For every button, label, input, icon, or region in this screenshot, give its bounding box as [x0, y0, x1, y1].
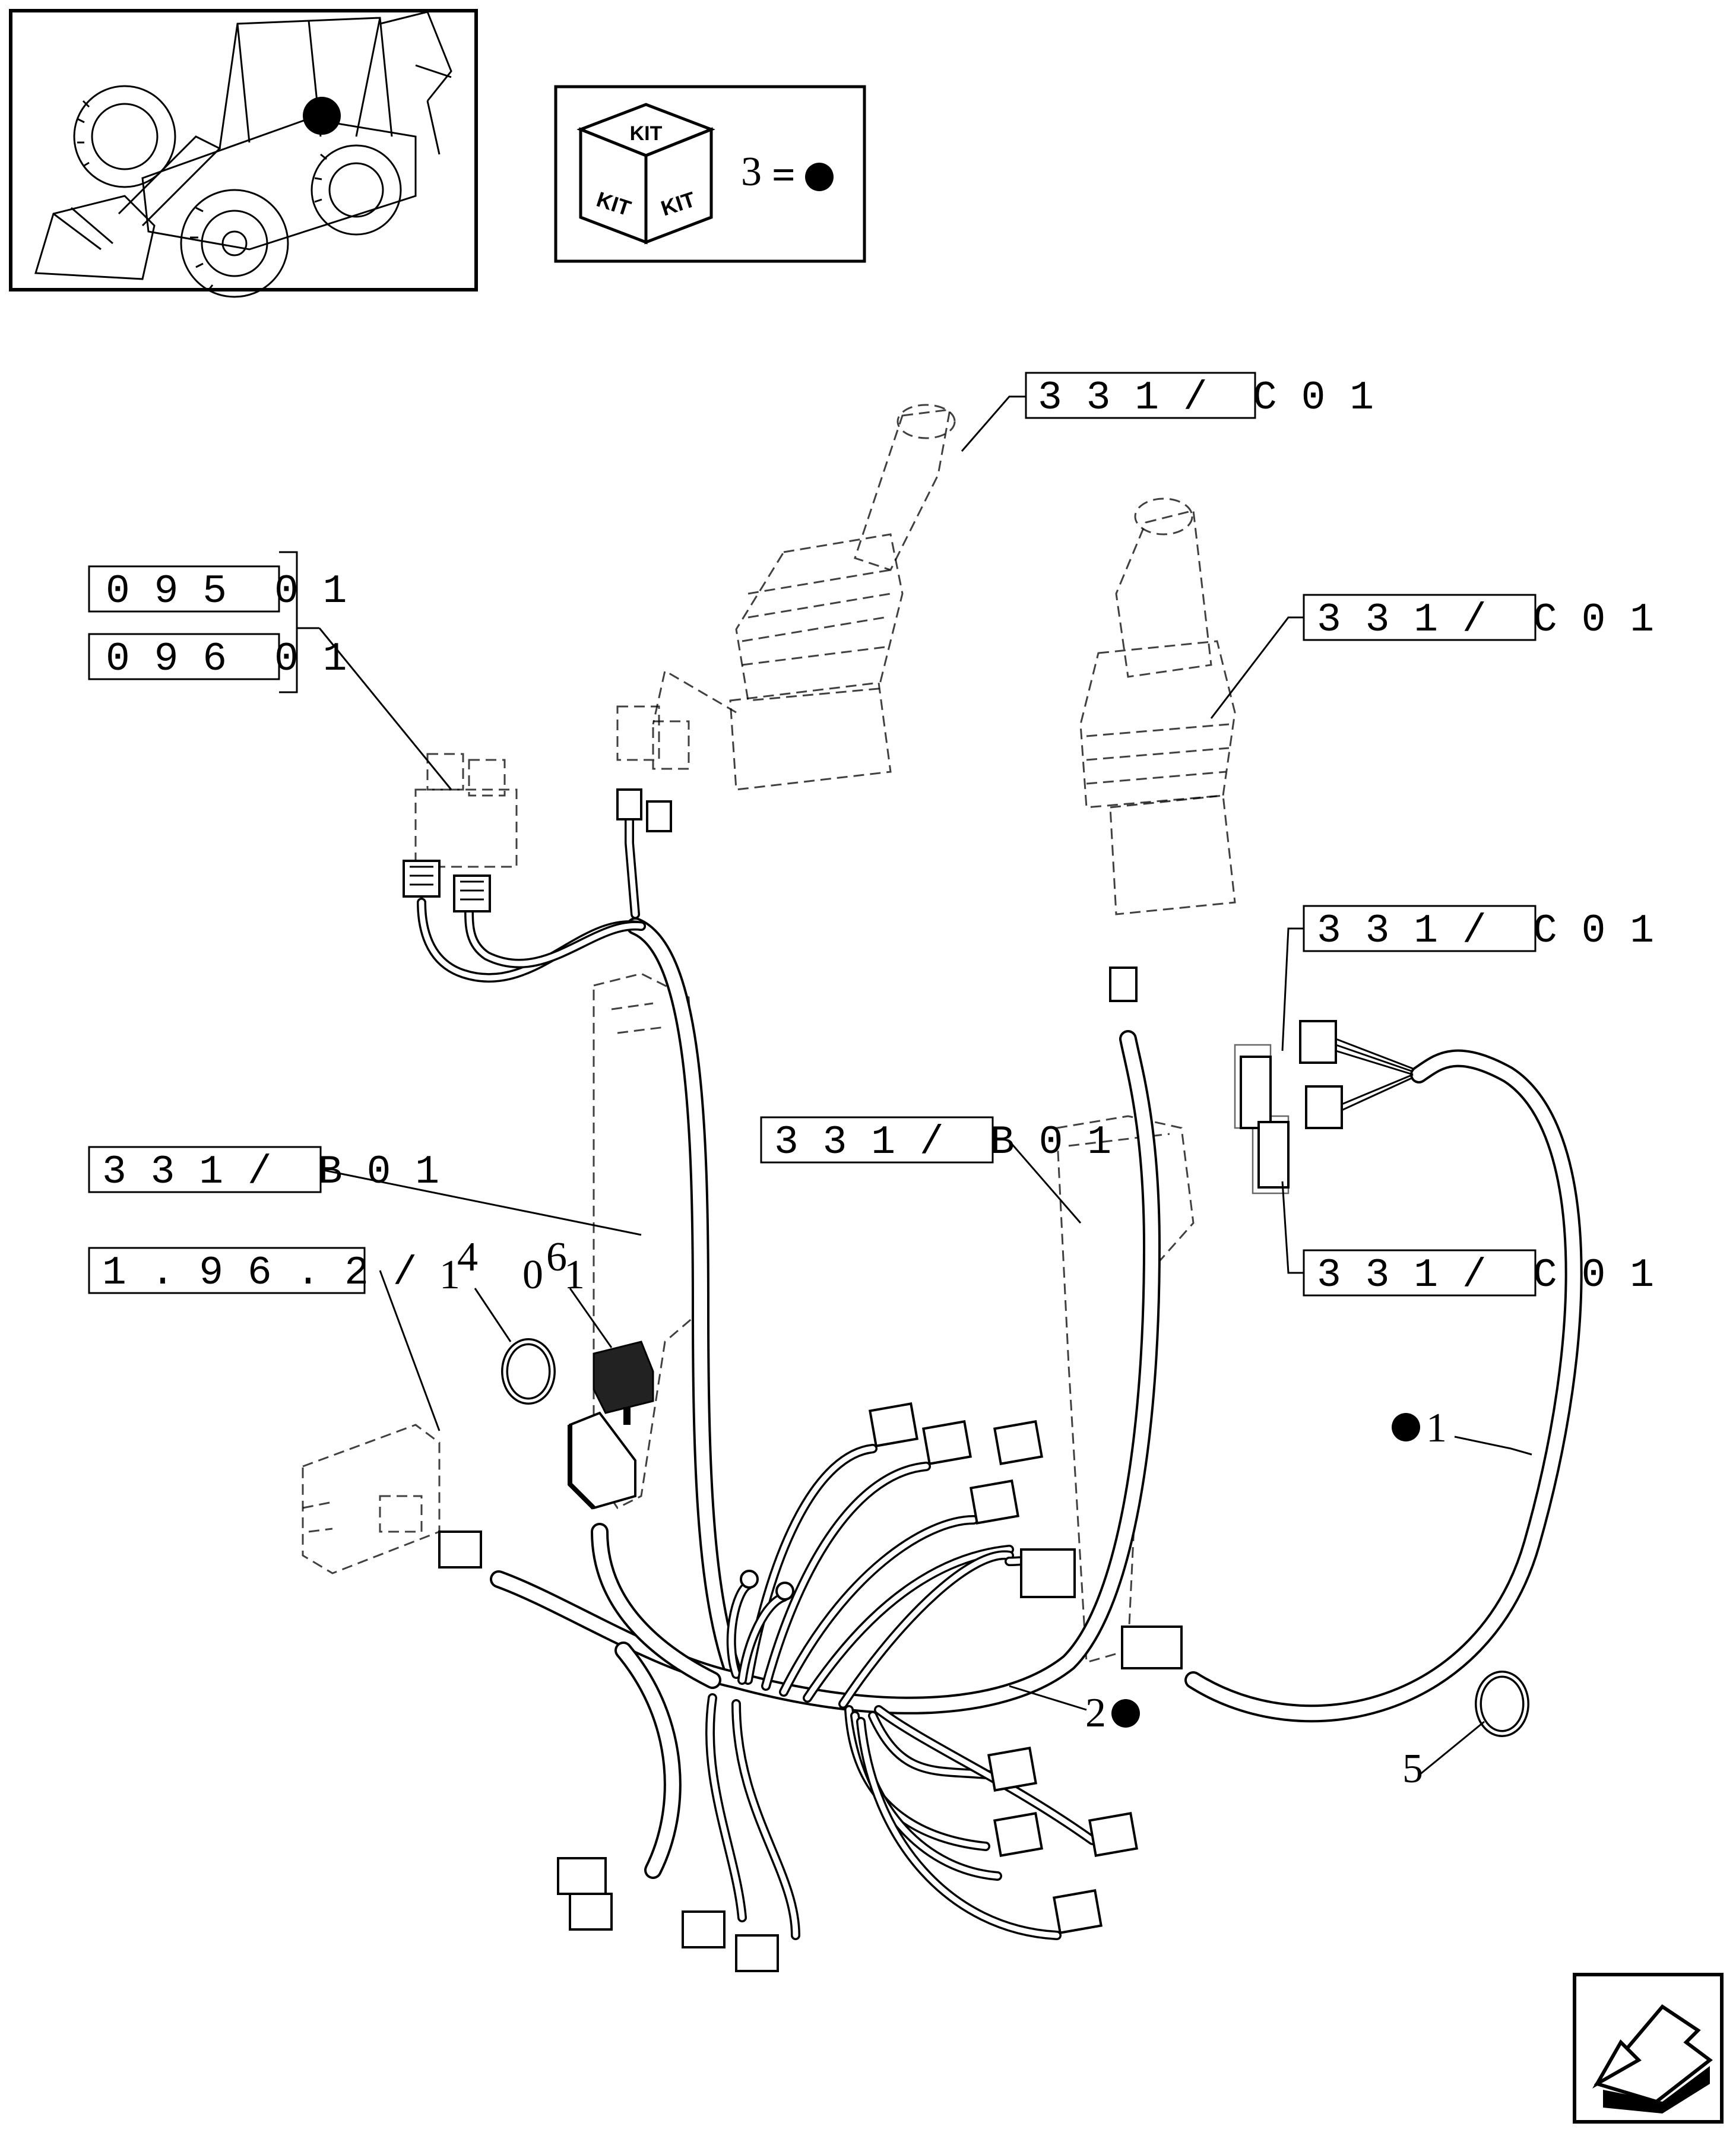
svg-text:B 0 1: B 0 1 [318, 1149, 439, 1195]
svg-text:3 3 1 /: 3 3 1 / [102, 1149, 272, 1195]
cable-clip-4 [501, 1338, 556, 1405]
next-page-arrow-icon[interactable] [1573, 1973, 1724, 2124]
ref-box-right-2[interactable]: 3 3 1 / C 0 1 [1303, 905, 1654, 954]
ref-box-left-b[interactable]: 3 3 1 / B 0 1 [88, 1146, 439, 1195]
callout-item-6-main: 0 [522, 1252, 543, 1298]
ref-box-right-1[interactable]: 3 3 1 / C 0 1 [1303, 594, 1654, 643]
kit-equation-sign: = [772, 153, 796, 198]
kit-dot-icon [1392, 1413, 1420, 1441]
kit-cube-top-label: KIT [630, 122, 663, 145]
callout-item-6-sup: 6 [546, 1234, 567, 1280]
cable-clip-5 [1475, 1671, 1529, 1737]
svg-text:1 . 9 6 . 2 /: 1 . 9 6 . 2 / [102, 1250, 417, 1296]
svg-text:3 3 1 /: 3 3 1 / [1317, 1253, 1487, 1298]
svg-text:3 3 1 /: 3 3 1 / [1038, 375, 1208, 421]
ref-box-196[interactable]: 1 . 9 6 . 2 / [88, 1247, 417, 1296]
kit-legend: KIT KIT KIT 3 = [554, 85, 866, 263]
svg-text:0 9 6: 0 9 6 [106, 636, 227, 682]
svg-text:0 1: 0 1 [274, 636, 347, 682]
kit-dot-icon [1111, 1699, 1140, 1728]
relay-block [568, 1341, 654, 1510]
svg-text:3 3 1 /: 3 3 1 / [1317, 597, 1487, 643]
callout-item-6-tail: 1 [564, 1252, 585, 1298]
leader-lines [279, 395, 1532, 1776]
reference-boxes: 3 3 1 / C 0 1 0 9 5 0 1 0 9 6 0 1 3 3 1 … [88, 372, 1654, 1298]
callout-item-5: 5 [1402, 1746, 1423, 1792]
ref-box-top[interactable]: 3 3 1 / C 0 1 [1025, 372, 1374, 421]
svg-text:0 1: 0 1 [274, 569, 347, 614]
callout-item-4-main: 1 [439, 1252, 460, 1298]
svg-text:C 0 1: C 0 1 [1533, 908, 1654, 954]
svg-text:3 3 1 /: 3 3 1 / [1317, 908, 1487, 954]
item-callouts: 1 4 0 6 1 1 2 5 [439, 1234, 1447, 1792]
callout-item-2: 2 [1085, 1690, 1106, 1736]
svg-text:0 9 5: 0 9 5 [106, 569, 227, 614]
ref-box-mid-b[interactable]: 3 3 1 / B 0 1 [760, 1116, 1111, 1165]
svg-text:C 0 1: C 0 1 [1533, 597, 1654, 643]
svg-text:B 0 1: B 0 1 [990, 1120, 1111, 1165]
callout-item-1: 1 [1426, 1405, 1447, 1451]
ref-box-096[interactable]: 0 9 6 0 1 [88, 633, 347, 682]
connectors [403, 788, 1414, 1972]
machine-thumbnail [9, 9, 478, 298]
wiring-harness [417, 815, 1583, 1940]
callout-item-4-sup: 4 [457, 1234, 478, 1280]
kit-dot-icon [805, 163, 834, 191]
kit-equation-number: 3 [741, 149, 762, 195]
ref-box-right-3[interactable]: 3 3 1 / C 0 1 [1303, 1249, 1654, 1298]
svg-text:C 0 1: C 0 1 [1253, 375, 1374, 421]
svg-text:3 3 1 /: 3 3 1 / [774, 1120, 944, 1165]
svg-text:C 0 1: C 0 1 [1533, 1253, 1654, 1298]
ref-box-095[interactable]: 0 9 5 0 1 [88, 565, 347, 614]
